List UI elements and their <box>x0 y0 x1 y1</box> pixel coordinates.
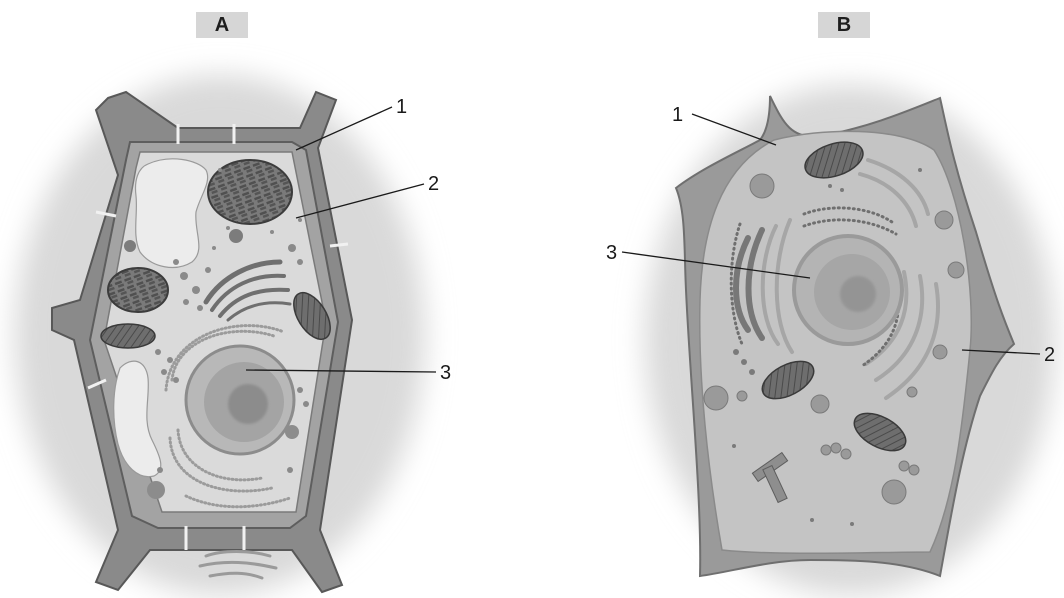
cell-a-chloroplast-2 <box>108 268 168 312</box>
cell-a-callout-3: 3 <box>440 362 451 384</box>
cell-b-nucleolus <box>840 276 876 312</box>
cell-b-callout-3: 3 <box>606 242 617 264</box>
cell-b: 1 2 3 <box>606 85 1055 595</box>
plant-cell-a: 1 2 3 <box>15 75 451 595</box>
cell-b-callout-1: 1 <box>672 104 683 126</box>
cell-a-callout-2: 2 <box>428 173 439 195</box>
cell-a-callout-1: 1 <box>396 96 407 118</box>
cell-b-callout-2: 2 <box>1044 344 1055 366</box>
cell-a-mitochondrion-2 <box>101 324 155 348</box>
cell-a-nucleolus <box>228 384 268 424</box>
